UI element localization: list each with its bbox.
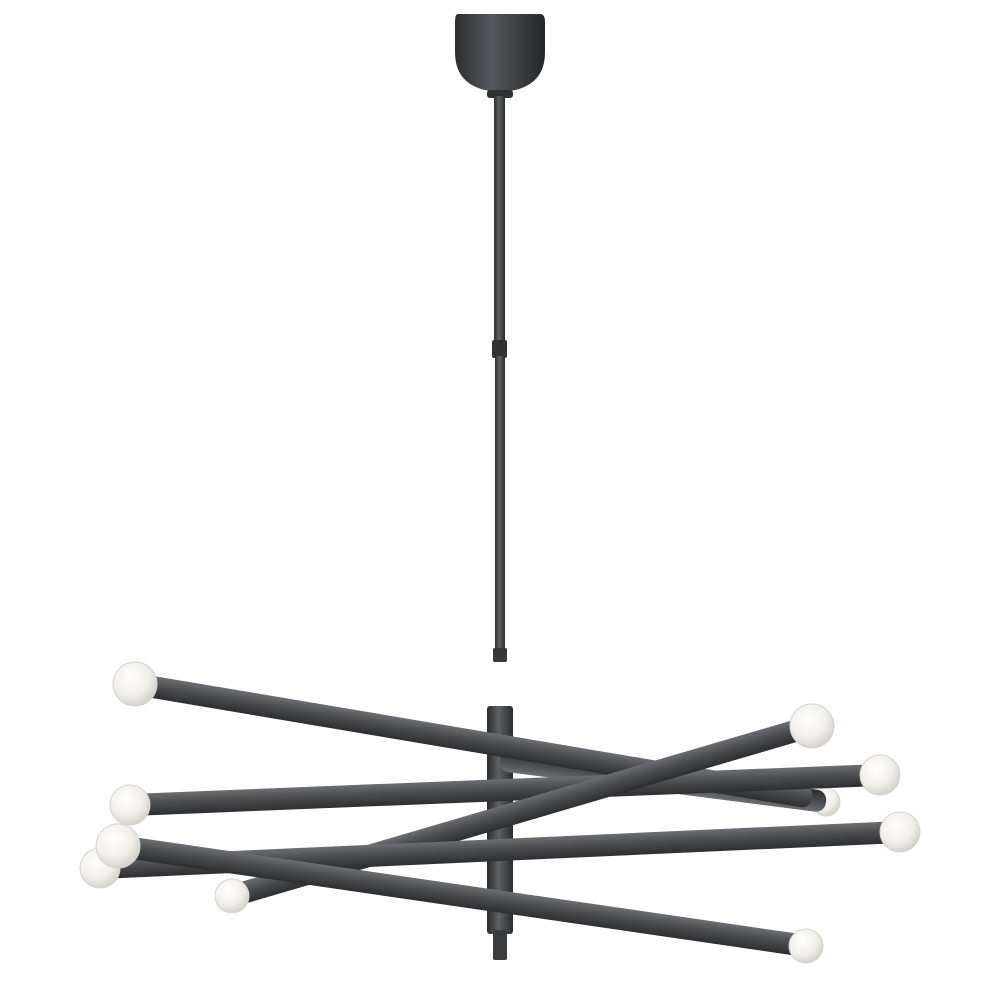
bulb	[95, 823, 141, 869]
bulb	[789, 703, 835, 749]
downrod	[492, 96, 507, 662]
chandelier-arm	[117, 836, 807, 956]
arms-group	[79, 661, 921, 964]
ceiling-canopy	[455, 14, 545, 98]
bulb	[109, 784, 151, 826]
bulb	[859, 754, 901, 796]
bulb	[112, 661, 158, 707]
chandelier-arm	[129, 764, 881, 816]
bulb	[214, 878, 250, 914]
bulb	[879, 811, 921, 853]
bulb	[788, 928, 824, 964]
